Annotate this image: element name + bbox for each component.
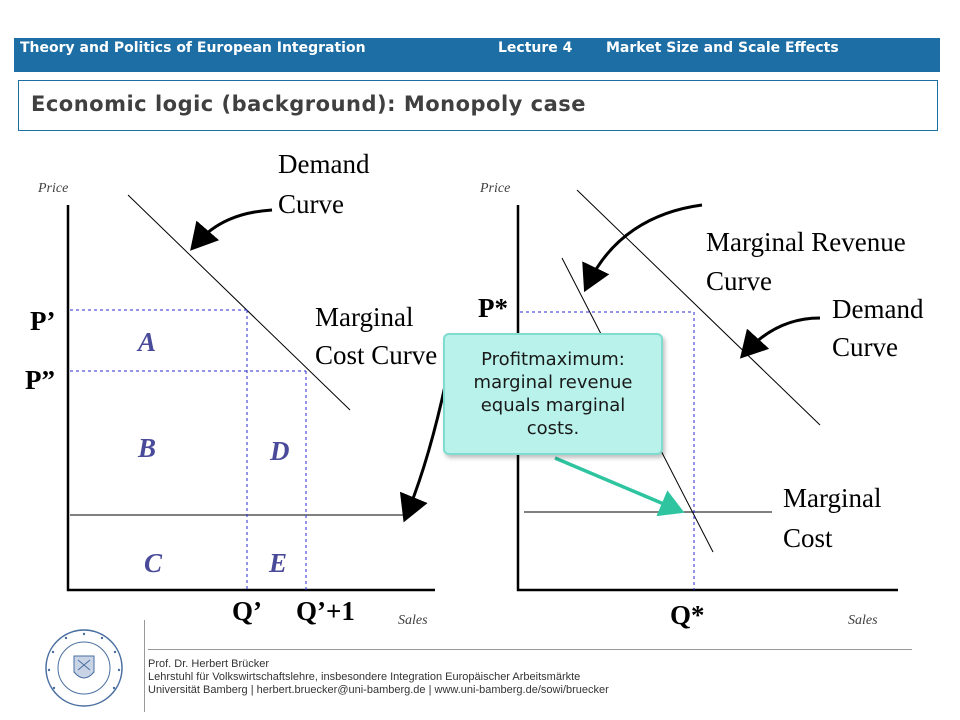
slide-title-box: Economic logic (background): Monopoly ca… (18, 80, 938, 131)
right-price-axis-label: Price (479, 181, 510, 196)
course-title: Theory and Politics of European Integrat… (20, 40, 366, 56)
right-mr-arrow (582, 203, 703, 293)
price-p-prime: P’ (30, 306, 55, 336)
left-price-axis-label: Price (37, 181, 68, 196)
left-diagram: Price Sales Demand Curve Marginal Cost C… (25, 149, 450, 628)
quantity-q-prime-plus-one: Q’+1 (296, 596, 355, 626)
slide-title: Economic logic (background): Monopoly ca… (31, 92, 587, 116)
left-demand-label-line2: Curve (278, 189, 344, 219)
right-sales-axis-label: Sales (848, 613, 878, 628)
quantity-q-star: Q* (670, 600, 705, 630)
left-demand-label-line1: Demand (278, 149, 370, 179)
footer-contact: Universität Bamberg | herbert.bruecker@u… (148, 684, 609, 696)
left-mc-label-line1: Marginal (315, 302, 413, 332)
quantity-q-prime: Q’ (232, 596, 262, 626)
left-mc-arrow (399, 371, 450, 523)
left-demand-curve (127, 194, 351, 411)
left-sales-axis-label: Sales (398, 613, 428, 628)
footer-divider (148, 649, 912, 650)
right-demand-arrow (739, 316, 821, 359)
lecture-topic: Market Size and Scale Effects (606, 40, 839, 56)
right-mc-label-line2: Cost (783, 523, 833, 553)
footer-author: Prof. Dr. Herbert Brücker (148, 658, 270, 670)
area-c-label: C (144, 548, 163, 578)
price-p-double-prime: P” (25, 365, 55, 395)
right-demand-label-line1: Demand (832, 294, 924, 324)
right-demand-label-line2: Curve (832, 332, 898, 362)
right-mr-label-line1: Marginal Revenue (706, 227, 906, 257)
area-a-label: A (136, 327, 156, 357)
right-demand-curve (576, 189, 821, 426)
callout-pointer-arrow (554, 456, 685, 517)
header-bar: Theory and Politics of European Integrat… (14, 38, 940, 72)
profit-maximum-callout: Profitmaximum: marginal revenue equals m… (443, 333, 663, 455)
university-seal-logo (45, 629, 123, 707)
right-mr-label-line2: Curve (706, 266, 772, 296)
left-demand-arrow (190, 208, 273, 251)
left-mc-label-line2: Cost Curve (315, 340, 437, 370)
right-mc-label-line1: Marginal (783, 483, 881, 513)
footer-vertical-divider (144, 620, 145, 712)
area-b-label: B (137, 433, 156, 463)
area-e-label: E (268, 548, 287, 578)
price-p-star: P* (478, 293, 508, 323)
area-d-label: D (269, 436, 290, 466)
lecture-number: Lecture 4 (498, 40, 573, 56)
footer-chair: Lehrstuhl für Volkswirtschaftslehre, ins… (148, 671, 581, 683)
footer: Prof. Dr. Herbert Brücker Lehrstuhl für … (148, 658, 609, 697)
left-axes (66, 205, 435, 592)
